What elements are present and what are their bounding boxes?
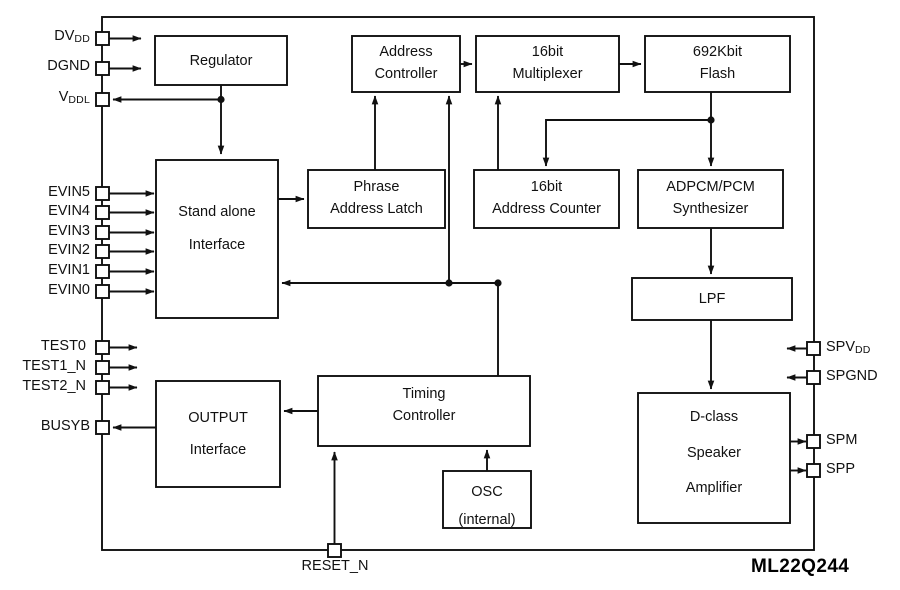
pin-label-spgnd[interactable]: SPGND (826, 368, 878, 384)
pin-square-evin3 (95, 225, 110, 240)
pin-label-test1-n[interactable]: TEST1_N (0, 358, 86, 374)
pin-label-dvdd-sub: DD (74, 32, 90, 45)
block-adpcm-pcm (637, 169, 784, 229)
pin-label-test2-n-text: TEST2_N (22, 378, 86, 394)
block-timing-controller (317, 375, 531, 447)
pin-square-vddl (95, 92, 110, 107)
block-flash (644, 35, 791, 93)
pin-label-test0[interactable]: TEST0 (0, 338, 86, 354)
pin-label-test1-n-text: TEST1_N (22, 358, 86, 374)
pin-square-spp (806, 463, 821, 478)
junction-dot-bus-449 (445, 279, 453, 287)
chip-boundary (101, 16, 815, 551)
pin-square-test0 (95, 340, 110, 355)
junction-dot-flash (707, 116, 715, 124)
pin-label-spgnd-text: SPGND (826, 368, 878, 384)
pin-label-evin2[interactable]: EVIN2 (0, 242, 90, 258)
pin-square-evin1 (95, 264, 110, 279)
block-stand-alone (155, 159, 279, 319)
pin-label-spp-text: SPP (826, 461, 856, 477)
pin-label-dvdd-text: DV (54, 28, 75, 44)
pin-label-evin3-text: EVIN3 (48, 223, 90, 239)
pin-label-evin0[interactable]: EVIN0 (0, 282, 90, 298)
pin-square-spvdd (806, 341, 821, 356)
pin-square-reset-n (327, 543, 342, 558)
block-speaker-amp (637, 392, 791, 524)
pin-label-spm-text: SPM (826, 432, 858, 448)
pin-square-spm (806, 434, 821, 449)
pin-square-evin2 (95, 244, 110, 259)
pin-label-evin1[interactable]: EVIN1 (0, 262, 90, 278)
pin-square-evin0 (95, 284, 110, 299)
pin-label-evin3[interactable]: EVIN3 (0, 223, 90, 239)
block-osc (442, 470, 532, 529)
pin-label-evin5[interactable]: EVIN5 (0, 184, 90, 200)
pin-label-dvdd[interactable]: DVDD (0, 28, 90, 45)
block-multiplexer (475, 35, 620, 93)
pin-label-evin2-text: EVIN2 (48, 242, 90, 258)
pin-label-evin0-text: EVIN0 (48, 282, 90, 298)
pin-label-spvdd-text: SPV (826, 339, 856, 355)
block-regulator (154, 35, 288, 86)
pin-square-evin4 (95, 205, 110, 220)
pin-label-dgnd[interactable]: DGND (0, 58, 90, 75)
pin-square-dgnd (95, 61, 110, 76)
pin-label-dgnd-text: DGND (47, 58, 90, 74)
pin-label-spm[interactable]: SPM (826, 432, 857, 448)
block-address-controller (351, 35, 461, 93)
block-address-counter (473, 169, 620, 229)
pin-label-vddl[interactable]: VDDL (0, 89, 90, 106)
wire-flash-to-counter (542, 119, 711, 167)
junction-dot-vddl (217, 95, 225, 104)
block-output-interface (155, 380, 281, 488)
pin-label-evin4-text: EVIN4 (48, 203, 90, 219)
pin-label-reset-n-text: RESET_N (301, 558, 369, 574)
block-lpf (631, 277, 793, 321)
pin-square-busyb (95, 420, 110, 435)
pin-label-busyb[interactable]: BUSYB (0, 418, 90, 434)
pin-label-spp[interactable]: SPP (826, 461, 855, 477)
pin-square-test2-n (95, 380, 110, 395)
pin-square-dvdd (95, 31, 110, 46)
pin-label-reset-n[interactable]: RESET_N (264, 558, 406, 574)
pin-label-evin1-text: EVIN1 (48, 262, 90, 278)
pin-square-spgnd (806, 370, 821, 385)
block-phrase-latch (307, 169, 446, 229)
pin-label-busyb-text: BUSYB (40, 418, 90, 434)
pin-label-evin4[interactable]: EVIN4 (0, 203, 90, 219)
pin-square-evin5 (95, 186, 110, 201)
pin-label-test2-n[interactable]: TEST2_N (0, 378, 86, 394)
pin-square-test1-n (95, 360, 110, 375)
junction-dot-bus-498 (494, 279, 502, 287)
pin-label-test0-text: TEST0 (40, 338, 86, 354)
pin-label-evin5-text: EVIN5 (48, 184, 90, 200)
part-number-label: ML22Q244 (751, 556, 850, 577)
pin-label-vddl-sub: DDL (68, 93, 90, 106)
pin-label-spvdd[interactable]: SPVDD (826, 339, 871, 356)
pin-label-vddl-text: V (58, 89, 69, 105)
pin-label-spvdd-sub: DD (855, 343, 871, 356)
